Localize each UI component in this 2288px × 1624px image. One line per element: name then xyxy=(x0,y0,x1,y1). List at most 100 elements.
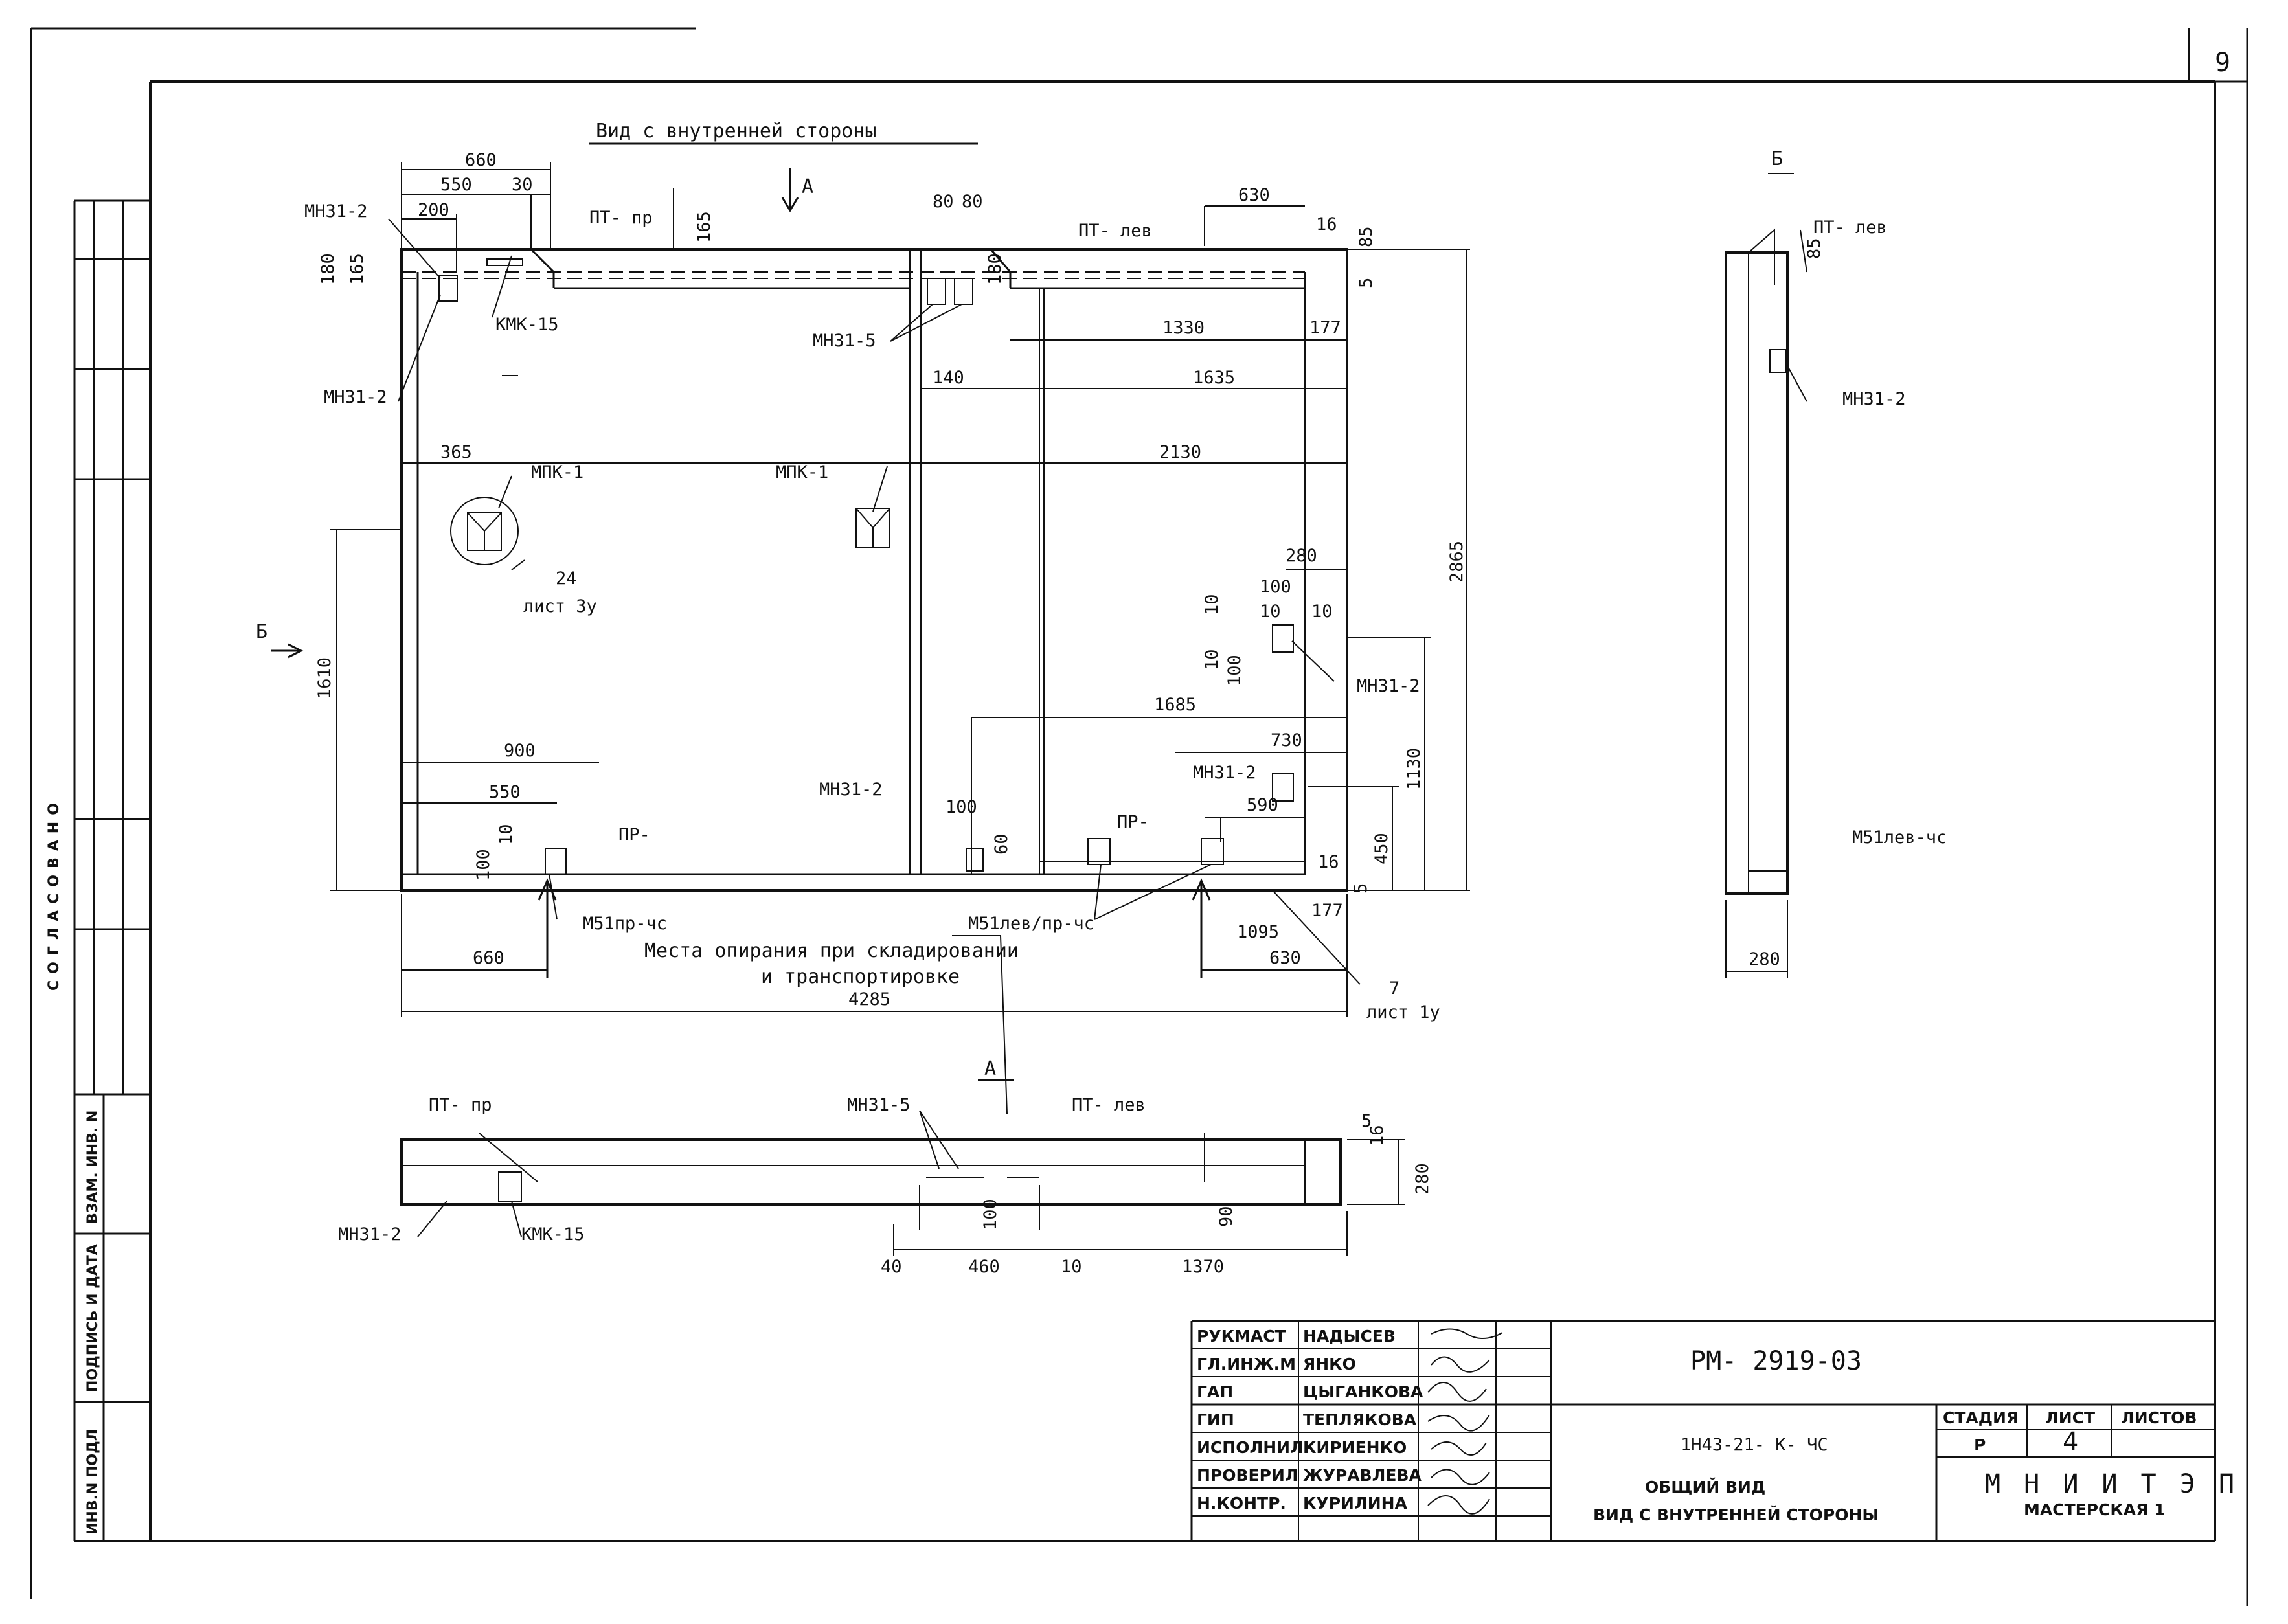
dim-2130: 2130 xyxy=(1159,442,1201,462)
tb-name: ТЕПЛЯКОВА xyxy=(1303,1410,1417,1429)
stage-value: Р xyxy=(1974,1436,1986,1454)
sec-dim-1370: 1370 xyxy=(1182,1257,1224,1277)
dim-200: 200 xyxy=(418,200,449,220)
side-label-pt-lev: ПТ- лев xyxy=(1813,218,1887,238)
label-mn31-2-d: МН31-2 xyxy=(1193,763,1256,783)
tb-role: ГЛ.ИНЖ.М xyxy=(1197,1355,1296,1373)
sec-dim-90: 90 xyxy=(1216,1206,1236,1227)
sec-label-kmk15: КМК-15 xyxy=(521,1224,585,1245)
support-note-1: Места опирания при складировании xyxy=(644,940,1019,962)
dim-100-h: 100 xyxy=(1260,577,1291,597)
dim-5-top: 5 xyxy=(1356,278,1376,288)
side-dim-280: 280 xyxy=(1749,949,1780,969)
dim-1685: 1685 xyxy=(1154,695,1196,715)
sec-dim-40: 40 xyxy=(881,1257,902,1277)
dim-177-top: 177 xyxy=(1309,318,1341,338)
dim-100-low: 100 xyxy=(473,849,493,881)
stage-header: СТАДИЯ xyxy=(1943,1408,2019,1427)
dim-30: 30 xyxy=(512,175,533,195)
org-workshop: МАСТЕРСКАЯ 1 xyxy=(2024,1500,2166,1519)
tb-name: КУРИЛИНА xyxy=(1303,1494,1408,1513)
side-label-mn31-2: МН31-2 xyxy=(1842,389,1906,409)
strip-podpis: ПОДПИСЬ И ДАТА xyxy=(85,1244,101,1392)
ref-24-sheet: лист 3у xyxy=(523,596,597,616)
tb-role: РУКМАСТ xyxy=(1197,1327,1286,1346)
dim-177-bot: 177 xyxy=(1311,901,1343,921)
dim-630-bot: 630 xyxy=(1269,948,1301,968)
dim-80-a: 80 xyxy=(933,192,954,212)
tb-role: Н.КОНТР. xyxy=(1197,1494,1286,1513)
drawing-title-2: ВИД С ВНУТРЕННЕЙ СТОРОНЫ xyxy=(1593,1506,1879,1524)
tb-name: КИРИЕНКО xyxy=(1303,1438,1407,1457)
dim-16-top: 16 xyxy=(1316,214,1337,234)
side-dim-85: 85 xyxy=(1804,238,1824,259)
title-block xyxy=(1190,1320,2215,1541)
sec-label-mn31-2: МН31-2 xyxy=(338,1224,402,1245)
dim-60: 60 xyxy=(991,833,1012,855)
tb-name: ЦЫГАНКОВА xyxy=(1303,1382,1423,1401)
dim-1095: 1095 xyxy=(1237,922,1279,942)
sheet-header: ЛИСТ xyxy=(2045,1408,2095,1427)
sec-label-pt-pr: ПТ- пр xyxy=(429,1095,492,1115)
section-a xyxy=(400,1110,1405,1256)
side-view-b xyxy=(1725,228,1807,978)
label-mpk1-a: МПК-1 xyxy=(531,462,583,482)
label-mn31-5: МН31-5 xyxy=(813,331,876,351)
strip-vzam: ВЗАМ. ИНВ. N xyxy=(85,1111,101,1224)
dim-140: 140 xyxy=(933,368,964,388)
label-pt-lev: ПТ- лев xyxy=(1078,221,1152,241)
tb-role: ПРОВЕРИЛ xyxy=(1197,1466,1298,1485)
ref-24: 24 xyxy=(556,569,577,589)
ref-7: 7 xyxy=(1389,978,1399,998)
tb-role: ГАП xyxy=(1197,1382,1233,1401)
dim-1610: 1610 xyxy=(315,657,335,699)
side-view-title: Б xyxy=(1771,148,1783,170)
dim-165-left: 165 xyxy=(347,253,367,285)
doc-code: РМ- 2919-03 xyxy=(1690,1346,1862,1376)
dim-16-bot: 16 xyxy=(1318,852,1339,872)
label-pt-pr: ПТ- пр xyxy=(589,208,653,228)
label-m51-levpr: М51лев/пр-чс xyxy=(968,914,1094,934)
sec-dim-100: 100 xyxy=(980,1199,1001,1230)
side-label-m51-lev: М51лев-чс xyxy=(1852,828,1947,848)
sec-label-mn31-5: МН31-5 xyxy=(847,1095,911,1115)
dim-900: 900 xyxy=(504,741,536,761)
drawing-title-1: ОБЩИЙ ВИД xyxy=(1645,1478,1765,1496)
tb-role: ИСПОЛНИЛ xyxy=(1197,1438,1304,1457)
label-mn31-2-e: МН31-2 xyxy=(819,780,883,800)
section-a-arrow-label: А xyxy=(802,175,813,198)
dim-10-a: 10 xyxy=(1260,602,1281,622)
dim-80-b: 80 xyxy=(962,192,983,212)
sec-dim-280: 280 xyxy=(1412,1163,1433,1195)
tb-role: ГИП xyxy=(1197,1410,1234,1429)
dim-10-b: 10 xyxy=(1311,602,1333,622)
tb-name: ЖУРАВЛЕВА xyxy=(1303,1466,1422,1485)
sec-dim-5: 5 xyxy=(1361,1111,1372,1131)
label-mn31-2-a: МН31-2 xyxy=(304,201,368,221)
label-m51-pr: М51пр-чс xyxy=(583,914,667,934)
dim-180-left: 180 xyxy=(318,253,338,285)
left-strip xyxy=(73,199,150,1541)
section-b-arrow-label: Б xyxy=(256,620,267,643)
dim-100-mid: 100 xyxy=(946,797,977,817)
dimension-lines xyxy=(330,162,1470,1114)
dim-1330: 1330 xyxy=(1162,318,1205,338)
dim-180-mid: 180 xyxy=(985,253,1005,285)
dim-100-v: 100 xyxy=(1225,655,1245,686)
sec-dim-16: 16 xyxy=(1367,1125,1387,1146)
sec-dim-10: 10 xyxy=(1061,1257,1082,1277)
dim-85: 85 xyxy=(1356,226,1376,247)
designation: 1Н43-21- К- ЧС xyxy=(1681,1435,1828,1455)
dim-450: 450 xyxy=(1372,833,1392,864)
dim-10-v: 10 xyxy=(1202,594,1222,615)
dim-165-top: 165 xyxy=(694,211,714,243)
dim-4285: 4285 xyxy=(848,989,890,1009)
dim-2865: 2865 xyxy=(1447,541,1467,583)
sec-dim-460: 460 xyxy=(968,1257,1000,1277)
strip-inv: ИНВ.N ПОДЛ xyxy=(85,1429,101,1535)
dim-280: 280 xyxy=(1286,546,1317,566)
sec-label-pt-lev: ПТ- лев xyxy=(1072,1095,1146,1115)
tb-name: НАДЫСЕВ xyxy=(1303,1327,1396,1346)
